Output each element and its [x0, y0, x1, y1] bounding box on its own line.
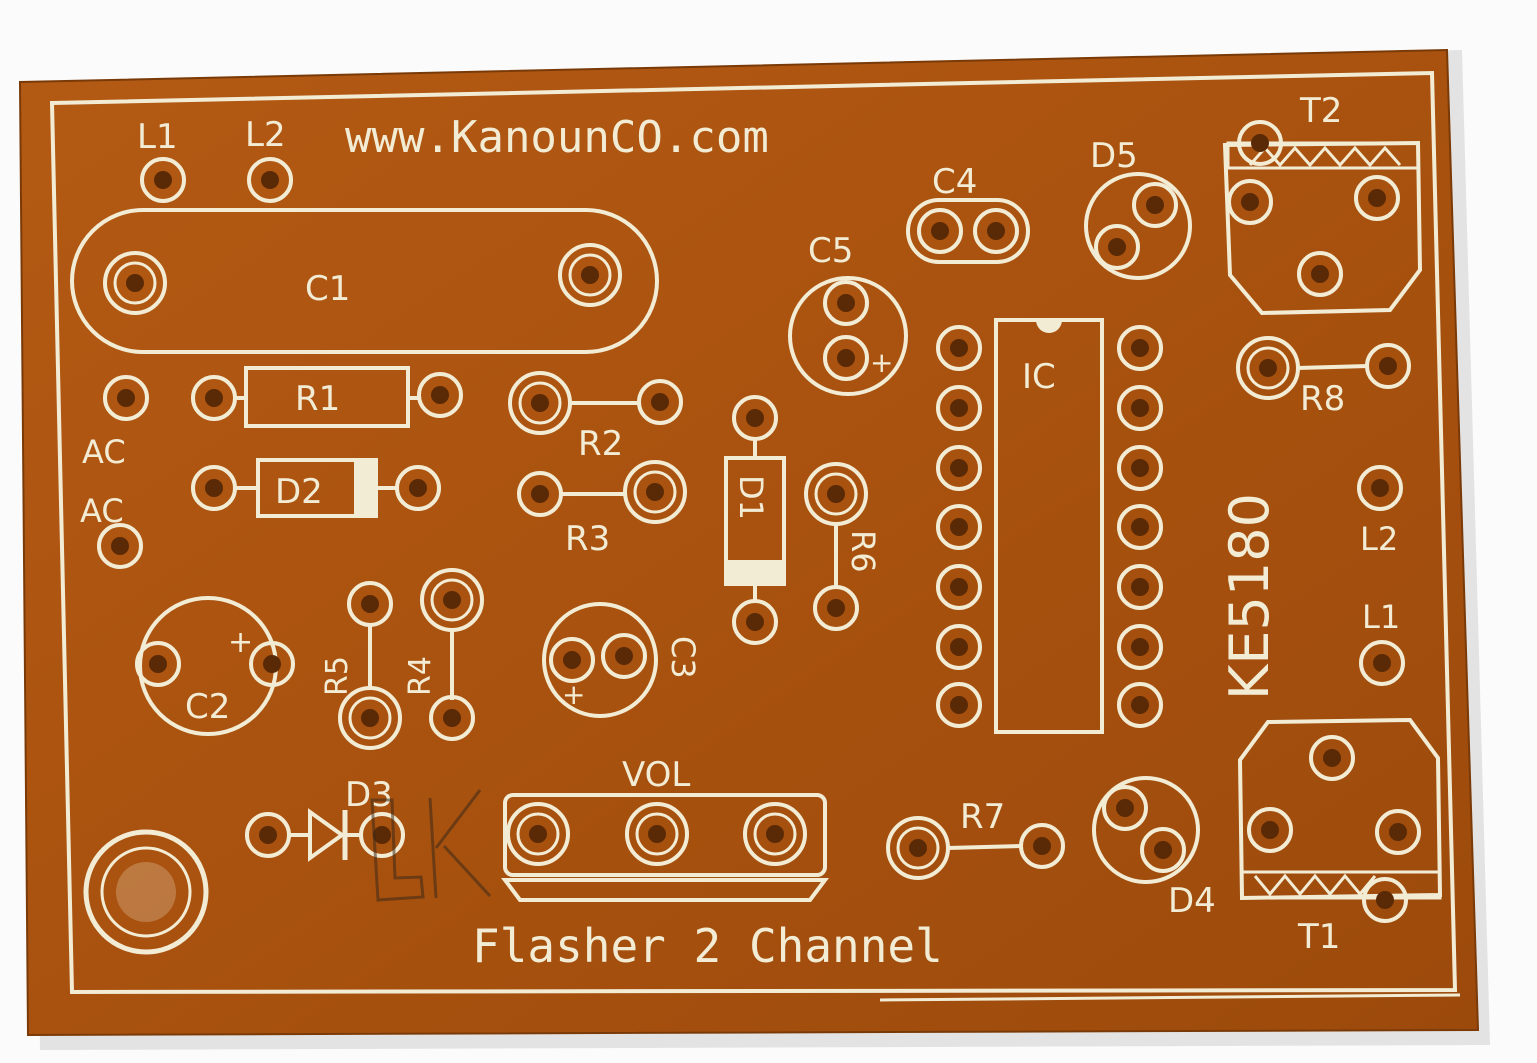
label-r3: R3	[565, 519, 610, 559]
mounting-hole-ring	[83, 829, 209, 955]
label-c3: C3	[664, 636, 702, 679]
mounting-hole-inner	[100, 846, 192, 938]
label-vol: VOL	[622, 755, 690, 795]
mounting-hole	[116, 862, 176, 922]
silk-border	[49, 70, 1458, 995]
label-t1: T1	[1297, 917, 1340, 957]
label-c5-plus: +	[870, 346, 893, 379]
label-r5: R5	[320, 656, 355, 696]
label-r8: R8	[1300, 379, 1345, 419]
label-r7: R7	[960, 797, 1005, 837]
vol-base	[501, 878, 829, 902]
pad-c1-b	[558, 243, 622, 307]
d1-band	[726, 560, 784, 582]
pad-r2-a	[508, 371, 572, 435]
c1-outline	[70, 208, 659, 354]
website-text: www.KanounCO.com	[345, 112, 769, 163]
label-d2: D2	[275, 472, 323, 512]
d4-outline	[1092, 776, 1200, 884]
label-r6: R6	[844, 530, 882, 573]
label-d1: D1	[732, 475, 770, 520]
d5-outline	[1084, 172, 1192, 280]
label-d4: D4	[1168, 881, 1216, 921]
label-d3: D3	[345, 775, 393, 815]
c4-outline	[906, 198, 1030, 264]
label-c4: C4	[932, 162, 977, 202]
c5-outline	[788, 276, 908, 396]
pad-r6-a	[804, 462, 868, 526]
d2-band	[354, 460, 376, 516]
pad-r3-b	[623, 460, 687, 524]
t2-tab	[1226, 141, 1420, 170]
pad-r7-a	[886, 816, 950, 880]
pad-r5-b	[338, 686, 402, 750]
vol-outline	[503, 793, 827, 877]
pad-r4-a	[420, 568, 484, 632]
label-r4: R4	[403, 656, 438, 696]
d3-symbol	[308, 808, 346, 862]
label-l2-right: L2	[1360, 520, 1398, 558]
label-ic: IC	[1022, 357, 1056, 397]
pad-r8-a	[1236, 336, 1300, 400]
label-ac-1: AC	[82, 433, 126, 471]
label-c1: C1	[305, 269, 350, 309]
pad-vol-3	[743, 802, 807, 866]
pad-c1-a	[103, 251, 167, 315]
label-c2-plus: +	[228, 625, 253, 660]
label-r2: R2	[578, 424, 623, 464]
pad-vol-2	[625, 802, 689, 866]
silk-edge-line	[879, 993, 1461, 1002]
kc-stamp	[370, 789, 492, 902]
ic-notch	[1036, 320, 1062, 333]
board-title-text: Flasher 2 Channel	[472, 919, 943, 973]
part-number-text: KE5180	[1218, 493, 1281, 700]
pad-vol-1	[506, 802, 570, 866]
c3-outline	[542, 602, 658, 718]
label-t2: T2	[1299, 91, 1342, 131]
label-d5: D5	[1090, 136, 1138, 176]
label-c2: C2	[185, 687, 230, 727]
label-c5: C5	[808, 231, 853, 271]
t1-tab	[1240, 870, 1442, 900]
label-r1: R1	[295, 379, 340, 419]
label-l2-top: L2	[245, 115, 286, 155]
label-c3-plus: +	[562, 678, 585, 711]
label-l1-right: L1	[1362, 598, 1400, 636]
label-l1-top: L1	[137, 117, 178, 157]
